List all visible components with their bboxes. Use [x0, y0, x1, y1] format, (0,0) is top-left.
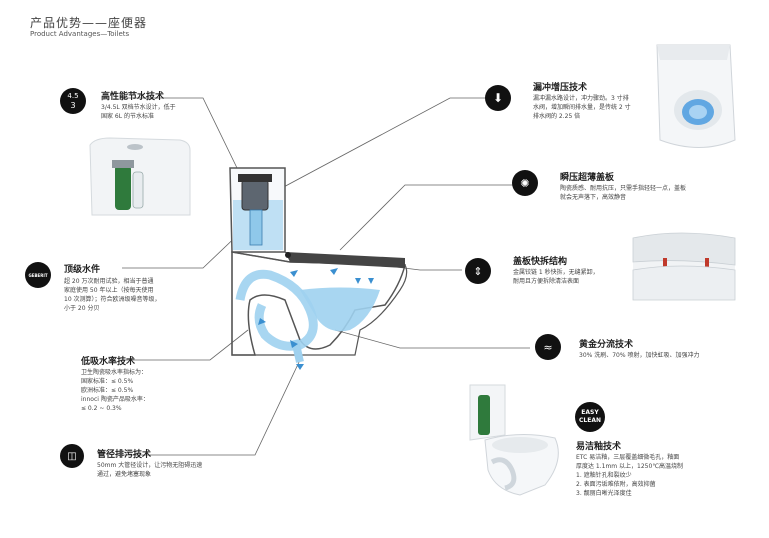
geberit-icon: GEBERIT: [25, 262, 51, 288]
water-saving-title: 高性能节水技术: [101, 92, 165, 102]
water-saving-desc: 3/4.5L 双档节水设计，低于 国家 6L 的节水标准: [101, 104, 176, 120]
water-saving-icon: 4.5 3: [60, 88, 86, 114]
bowl-outline: [231, 251, 406, 356]
bowl-water: [300, 287, 380, 332]
flow-arrows: [258, 268, 374, 370]
page-subtitle: Product Advantages—Toilets: [30, 30, 130, 38]
toilet-cross-section: [229, 167, 408, 370]
leader-drain-pipe: [122, 359, 301, 456]
leader-golden-flow: [334, 329, 530, 349]
flow-split-icon: ≈: [535, 334, 561, 360]
leader-water-saving: [122, 97, 239, 171]
trapway-water: [235, 269, 318, 351]
leader-flush-pressure: [249, 97, 497, 206]
page-title: 产品优势——座便器: [30, 16, 148, 30]
leader-lines: [122, 97, 530, 456]
flush-valve: [241, 179, 269, 211]
drain-pipe-title: 管径排污技术: [97, 450, 152, 460]
easy-clean-title: 易洁釉技术: [576, 442, 622, 452]
bowl-body: [231, 251, 408, 356]
toilet-icon: ◫: [60, 444, 84, 468]
flow-arrow: [258, 318, 266, 325]
easy-clean-icon: EASY CLEAN: [575, 402, 605, 432]
flush-pressure-title: 漏冲增压技术: [533, 83, 588, 93]
tank-fittings-title: 顶级水件: [64, 265, 101, 275]
flow-arrow: [296, 364, 304, 370]
valve-stem: [249, 209, 263, 246]
valve-head: [238, 174, 272, 182]
easy-clean-desc: ETC 易洁釉，三层覆盖细微毛孔，釉面 厚度达 1.1mm 以上，1250℃高温…: [576, 454, 684, 497]
flow-arrow: [290, 270, 298, 277]
arrow-down-icon: ⬇: [485, 85, 511, 111]
low-absorption-desc: 卫生陶瓷吸水率指标为： 国家标准：≤ 0.5% 欧洲标准：≤ 0.5% inno…: [81, 369, 149, 412]
seat-lid: [285, 252, 405, 268]
leader-tank-fittings: [122, 227, 246, 269]
hinge-icon: ⇕: [465, 258, 491, 284]
tank-fittings-desc: 超 20 万次耐用试验，相当于普通 家庭使用 50 年以上（按每天使用 10 次…: [64, 278, 161, 312]
thin-lid-desc: 陶瓷质感、耐用抗压，只需手指轻轻一点，盖板 就会无声落下，高效静音: [560, 185, 687, 201]
drain-pipe-desc: 50mm 大管径设计，让污物无阻碍迅速 通过，避免堵塞现象: [97, 462, 203, 478]
flow-arrow: [368, 278, 374, 284]
low-absorption-title: 低吸水率技术: [81, 357, 136, 367]
golden-flow-desc: 30% 洗刷、70% 喷射，加快虹吸、加强冲力: [579, 352, 700, 359]
flow-arrow: [290, 340, 298, 348]
fan-burst-icon: ✺: [512, 170, 538, 196]
golden-flow-title: 黄金分流技术: [579, 340, 634, 350]
hinge: [285, 252, 291, 258]
thin-lid-title: 瞬压超薄盖板: [560, 173, 615, 183]
quick-release-title: 盖板快拆结构: [513, 257, 568, 267]
quick-release-desc: 金属铰链 1 秒快拆，无缝紧卸， 耐用且方便拆除清洁表面: [513, 269, 599, 285]
flow-arrow: [355, 278, 361, 284]
flow-arrow: [330, 268, 338, 275]
flush-pressure-desc: 漏冲漏水路设计，冲力骤劲。3 寸排 水阀，增加瞬间排水量，是传统 2 寸 排水阀…: [533, 95, 631, 120]
leader-low-absorption: [122, 329, 249, 361]
leader-thin-lid: [339, 184, 514, 251]
